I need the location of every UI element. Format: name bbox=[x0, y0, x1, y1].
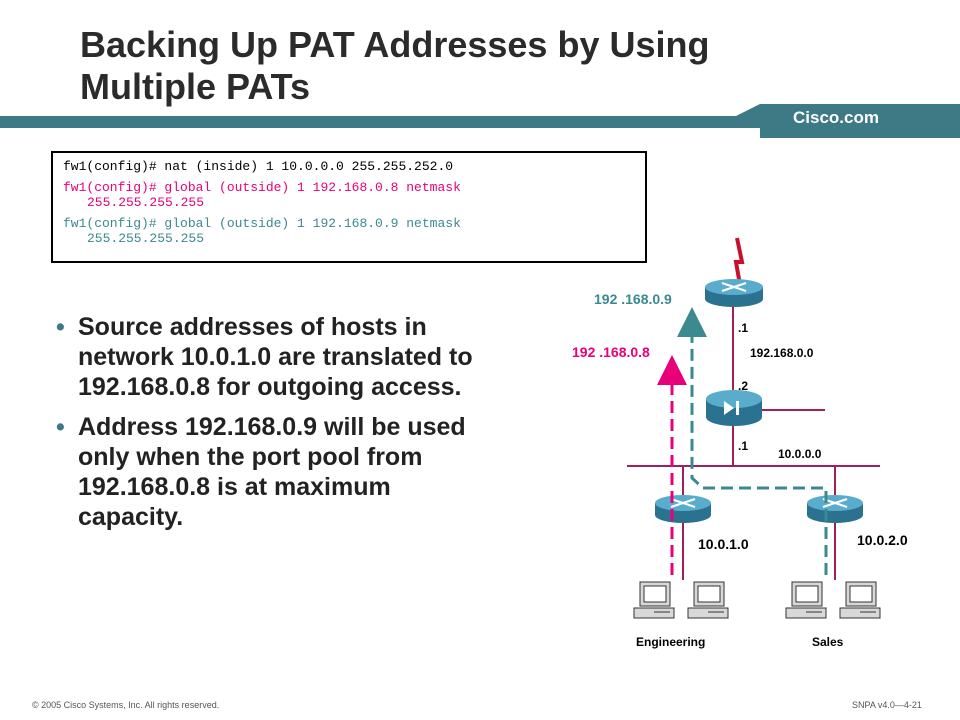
global-command-1-line1: fw1(config)# global (outside) 1 192.168.… bbox=[63, 180, 461, 195]
global-command-1-line2: 255.255.255.255 bbox=[87, 195, 205, 210]
slide-title-line2: Multiple PATs bbox=[80, 66, 310, 107]
outer-router-icon bbox=[705, 279, 763, 307]
bullet-item-2: • Address 192.168.0.9 will be used only … bbox=[56, 412, 496, 532]
slide-title-line1: Backing Up PAT Addresses by Using bbox=[80, 24, 710, 65]
sales-pc-1-icon bbox=[785, 581, 827, 619]
bullet-text-1: Source addresses of hosts in network 10.… bbox=[78, 313, 473, 401]
firewall-inside-interface-label: .1 bbox=[738, 439, 748, 453]
global-command-2-line1: fw1(config)# global (outside) 1 192.168.… bbox=[63, 216, 461, 231]
firewall-outside-interface-label: .2 bbox=[738, 379, 748, 393]
engineering-pc-2-icon bbox=[687, 581, 729, 619]
outer-router-interface-label: .1 bbox=[738, 321, 748, 335]
footer-course-id: SNPA v4.0—4-21 bbox=[852, 700, 922, 710]
engineering-label: Engineering bbox=[636, 635, 705, 649]
global-command-1: fw1(config)# global (outside) 1 192.168.… bbox=[63, 180, 635, 210]
firewall-icon bbox=[706, 390, 762, 426]
bullet-list: • Source addresses of hosts in network 1… bbox=[56, 312, 496, 542]
brand-tab bbox=[736, 104, 960, 138]
engineering-network-label: 10.0.1.0 bbox=[698, 536, 749, 552]
inside-network-label: 10.0.0.0 bbox=[778, 447, 822, 461]
slide-title: Backing Up PAT Addresses by Using Multip… bbox=[80, 24, 840, 108]
sales-router-icon bbox=[807, 495, 863, 523]
nat-command-text: fw1(config)# nat (inside) 1 10.0.0.0 255… bbox=[63, 159, 454, 174]
nat-command: fw1(config)# nat (inside) 1 10.0.0.0 255… bbox=[63, 159, 635, 174]
bullet-dot-icon: • bbox=[56, 413, 65, 441]
engineering-router-icon bbox=[655, 495, 711, 523]
header-bar bbox=[0, 116, 960, 128]
sales-label: Sales bbox=[812, 635, 844, 649]
engineering-pc-1-icon bbox=[633, 581, 675, 619]
bullet-text-2: Address 192.168.0.9 will be used only wh… bbox=[78, 413, 466, 531]
pat-address-9-label: 192 .168.0.9 bbox=[594, 291, 672, 307]
brand-logo-text: Cisco.com bbox=[793, 108, 879, 127]
outer-network-label: 192.168.0.0 bbox=[750, 346, 814, 360]
sales-pc-2-icon bbox=[839, 581, 881, 619]
wan-link-icon bbox=[733, 237, 745, 286]
global-command-2: fw1(config)# global (outside) 1 192.168.… bbox=[63, 216, 635, 246]
bullet-item-1: • Source addresses of hosts in network 1… bbox=[56, 312, 496, 402]
pat-path-9-arrow bbox=[677, 307, 828, 575]
global-command-2-line2: 255.255.255.255 bbox=[87, 231, 205, 246]
sales-network-label: 10.0.2.0 bbox=[857, 532, 908, 548]
footer-copyright: © 2005 Cisco Systems, Inc. All rights re… bbox=[32, 700, 220, 710]
pat-address-8-label: 192 .168.0.8 bbox=[572, 344, 650, 360]
config-code-box: fw1(config)# nat (inside) 1 10.0.0.0 255… bbox=[51, 151, 647, 263]
bullet-dot-icon: • bbox=[56, 313, 65, 341]
